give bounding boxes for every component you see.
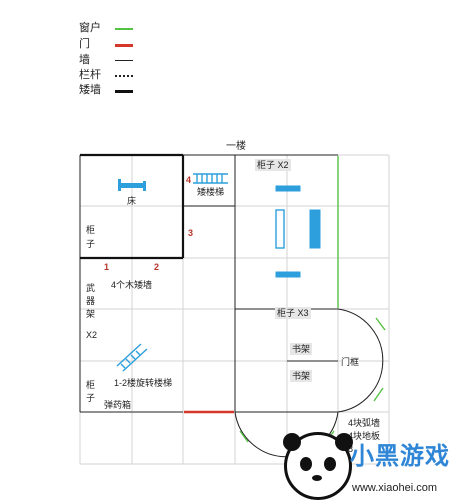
low-walls xyxy=(80,153,185,260)
bed-label: 床 xyxy=(127,196,137,206)
bookshelf-label-1: 书架 xyxy=(290,343,313,355)
bed-icon xyxy=(118,179,146,191)
note-arc-walls: 4块弧墙 xyxy=(348,418,381,428)
weapon-rack-label-2: 器 xyxy=(86,296,96,306)
weapon-rack-label-1: 武 xyxy=(86,283,96,293)
legend-wall-label: 墙 xyxy=(79,54,90,66)
panda-logo-icon xyxy=(283,432,353,500)
legend-door-swatch xyxy=(115,44,133,47)
legend-railing-swatch xyxy=(115,75,133,77)
note-floors: 4块地板 xyxy=(348,431,381,441)
marker-1: 1 xyxy=(104,262,110,272)
legend-railing-label: 栏杆 xyxy=(79,69,101,81)
cabinet-left-bottom-label-2: 子 xyxy=(86,393,96,403)
marker-4: 4 xyxy=(186,175,192,185)
cabinet-right-label: 柜子 X3 xyxy=(275,307,311,319)
watermark: 小黑游戏 www.xiaohei.com xyxy=(283,432,469,500)
weapon-rack-count: X2 xyxy=(86,330,98,340)
cabinet-icons xyxy=(275,185,321,278)
walls xyxy=(79,154,384,458)
bookshelf-label-2: 书架 xyxy=(290,370,313,382)
floor-title: 一楼 xyxy=(226,141,246,152)
cabinet-left-top-label: 柜 xyxy=(86,225,96,235)
legend-window-label: 窗户 xyxy=(79,22,101,34)
legend-low-wall-swatch xyxy=(115,90,133,93)
note-third: 8 xyxy=(348,444,354,454)
stair-spiral-label: 1-2楼旋转楼梯 xyxy=(114,378,173,388)
cabinet-left-top-label-2: 子 xyxy=(86,239,96,249)
door-frame-label: 门框 xyxy=(341,357,360,368)
legend-door-label: 门 xyxy=(79,38,90,50)
cabinet-left-bottom-label: 柜 xyxy=(86,380,96,390)
marker-2: 2 xyxy=(154,262,160,272)
low-wall-note: 4个木矮墙 xyxy=(111,280,153,290)
legend-low-wall-label: 矮墙 xyxy=(79,84,101,96)
watermark-name: 小黑游戏 xyxy=(350,443,450,470)
stair-small-label: 矮楼梯 xyxy=(197,187,225,197)
cabinet-top-label: 柜子 X2 xyxy=(255,159,291,171)
legend-wall-swatch xyxy=(115,60,133,61)
stair-small-icon xyxy=(193,173,228,184)
ammo-box-label: 弹药箱 xyxy=(104,400,132,410)
windows xyxy=(239,156,386,443)
stair-spiral-icon xyxy=(116,343,148,372)
weapon-rack-label-3: 架 xyxy=(86,309,96,319)
marker-3: 3 xyxy=(188,228,194,238)
legend-window-swatch xyxy=(115,28,133,30)
watermark-url: www.xiaohei.com xyxy=(352,482,437,494)
